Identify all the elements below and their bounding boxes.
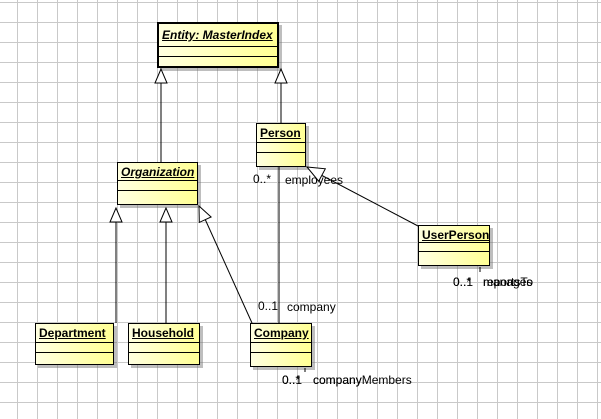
role-company-overlap[interactable]: company: [313, 373, 362, 387]
class-department[interactable]: Department: [35, 323, 114, 365]
class-organization[interactable]: Organization: [117, 162, 198, 205]
attributes-compartment: [257, 143, 305, 153]
class-title: Department: [36, 324, 113, 343]
class-title: Person: [257, 124, 305, 143]
class-household[interactable]: Household: [128, 323, 200, 365]
attributes-compartment: [36, 343, 113, 353]
class-userperson[interactable]: UserPerson: [418, 225, 490, 266]
multiplicity-reportsto[interactable]: 0..1: [453, 275, 474, 289]
generalization-arrowhead-organization-middle[interactable]: [159, 206, 173, 223]
attributes-compartment: [419, 243, 489, 252]
role-companymembers[interactable]: companyMembers: [313, 373, 412, 387]
attributes-compartment: [118, 181, 197, 191]
class-title: Entity: MasterIndex: [159, 24, 277, 47]
multiplicity-companymembers-b[interactable]: 0..*: [282, 373, 301, 387]
generalization-arrowhead-organization-left[interactable]: [109, 206, 123, 223]
multiplicity-company[interactable]: 0..1: [258, 299, 279, 313]
attributes-compartment: [251, 343, 311, 353]
attributes-compartment: [129, 343, 199, 353]
class-title: Household: [129, 324, 199, 343]
multiplicity-manages[interactable]: 0..*: [453, 275, 472, 289]
generalization-line-company-organization[interactable]: [204, 218, 253, 324]
class-title: UserPerson: [419, 226, 489, 243]
role-reportsto[interactable]: reportsTo: [483, 275, 534, 289]
role-manages[interactable]: manages: [483, 275, 533, 289]
class-entity-masterindex[interactable]: Entity: MasterIndex: [157, 22, 279, 68]
class-title: Company: [251, 324, 311, 343]
generalization-arrowhead-entity-right[interactable]: [274, 67, 288, 84]
generalization-arrowhead-organization-right[interactable]: [198, 204, 212, 224]
class-title: Organization: [118, 163, 197, 181]
role-employees[interactable]: employees: [285, 173, 344, 187]
generalization-arrowhead-entity-left[interactable]: [154, 67, 168, 84]
multiplicity-employees[interactable]: 0..*: [253, 172, 272, 186]
multiplicity-companymembers-a[interactable]: 0..1: [282, 373, 303, 387]
generalization-arrowhead-person-corner[interactable]: [305, 166, 327, 183]
class-person[interactable]: Person: [256, 123, 306, 167]
role-company[interactable]: company: [287, 300, 336, 314]
attributes-compartment: [159, 47, 277, 57]
class-company[interactable]: Company: [250, 323, 312, 367]
generalization-line-userperson-person[interactable]: [320, 174, 419, 227]
